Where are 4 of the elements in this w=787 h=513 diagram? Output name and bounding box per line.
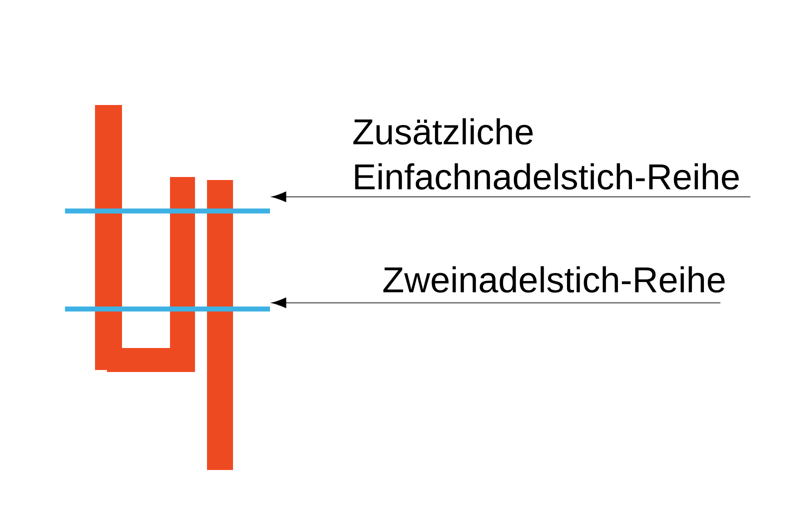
arrow — [272, 298, 720, 308]
arrow — [272, 192, 750, 202]
label-text: Zweinadelstich-Reihe — [383, 266, 725, 293]
label-text: Zusätzliche Einfachnadelstich-Reihe — [353, 118, 739, 190]
